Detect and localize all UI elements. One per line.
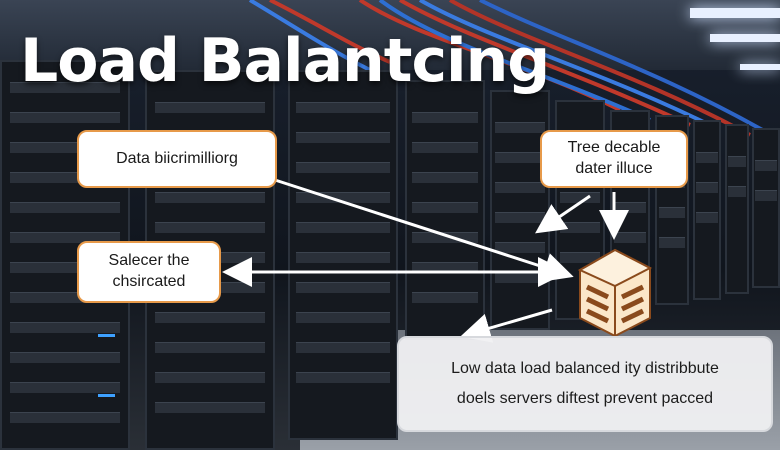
server-rack	[405, 80, 485, 340]
callout-data: Data biicrimilliorg	[77, 130, 277, 188]
ceiling-light	[710, 34, 780, 42]
callout-salecer: Salecer the chsircated	[77, 241, 221, 303]
page-title: Load Balantcing	[20, 26, 550, 96]
caption-line-2: doels servers diftest prevent pacced	[456, 390, 714, 407]
server-rack	[490, 90, 550, 330]
ceiling	[0, 0, 780, 70]
callout-data-text: Data biicrimilliorg	[116, 149, 238, 167]
server-rack	[752, 128, 780, 288]
caption-box: Low data load balanced ity distribbute d…	[397, 336, 773, 432]
callout-tree-text: Tree decable dater illuce	[567, 139, 661, 177]
server-rack	[288, 70, 398, 440]
arrow-data-to-icon	[274, 178, 574, 282]
callout-salecer-text: Salecer the chsircated	[108, 252, 190, 290]
server-rack	[725, 124, 749, 294]
callout-tree: Tree decable dater illuce	[540, 130, 688, 188]
ceiling-light	[740, 64, 780, 70]
ceiling-light	[690, 8, 780, 18]
arrow-tree-to-rack	[535, 194, 591, 234]
arrow-icon-to-caption	[460, 308, 553, 343]
server-rack	[693, 120, 721, 300]
caption-line-1: Low data load balanced ity distribbute	[451, 360, 719, 377]
